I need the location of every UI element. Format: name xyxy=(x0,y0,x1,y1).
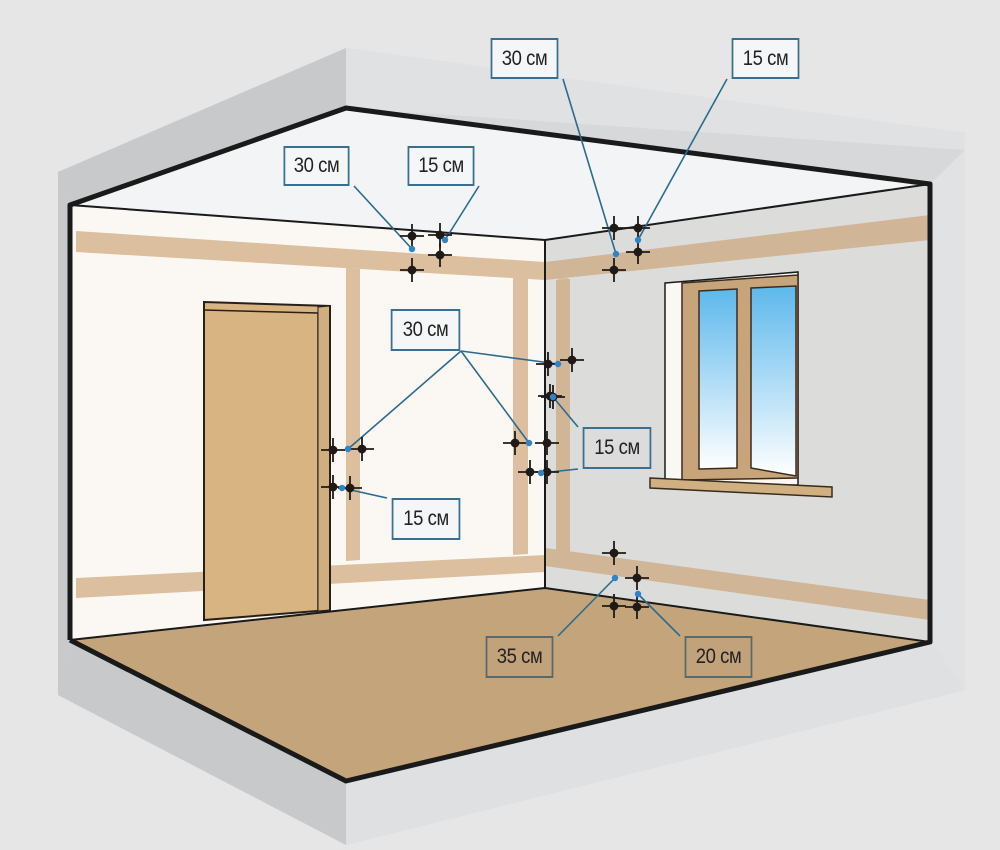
distance-label-ceiling-left-15: 15 см xyxy=(407,146,475,186)
distance-label-wall-30: 30 см xyxy=(390,309,461,351)
cable-zones-right-wall xyxy=(545,215,930,620)
distance-label-ceiling-right-15: 15 см xyxy=(731,38,800,79)
leader-lines xyxy=(341,78,728,637)
junction-markers xyxy=(321,216,650,619)
distance-label-ceiling-right-30: 30 см xyxy=(490,38,559,79)
distance-label-door-15: 15 см xyxy=(391,498,461,540)
ceiling xyxy=(70,108,930,240)
window xyxy=(649,271,833,498)
distance-label-ceiling-left-30: 30 см xyxy=(283,146,350,186)
distance-label-wall-right-15: 15 см xyxy=(582,427,652,469)
room-outline xyxy=(67,105,933,784)
door xyxy=(203,300,331,622)
distance-label-floor-20: 20 см xyxy=(684,636,753,678)
distance-label-floor-35: 35 см xyxy=(485,636,554,678)
